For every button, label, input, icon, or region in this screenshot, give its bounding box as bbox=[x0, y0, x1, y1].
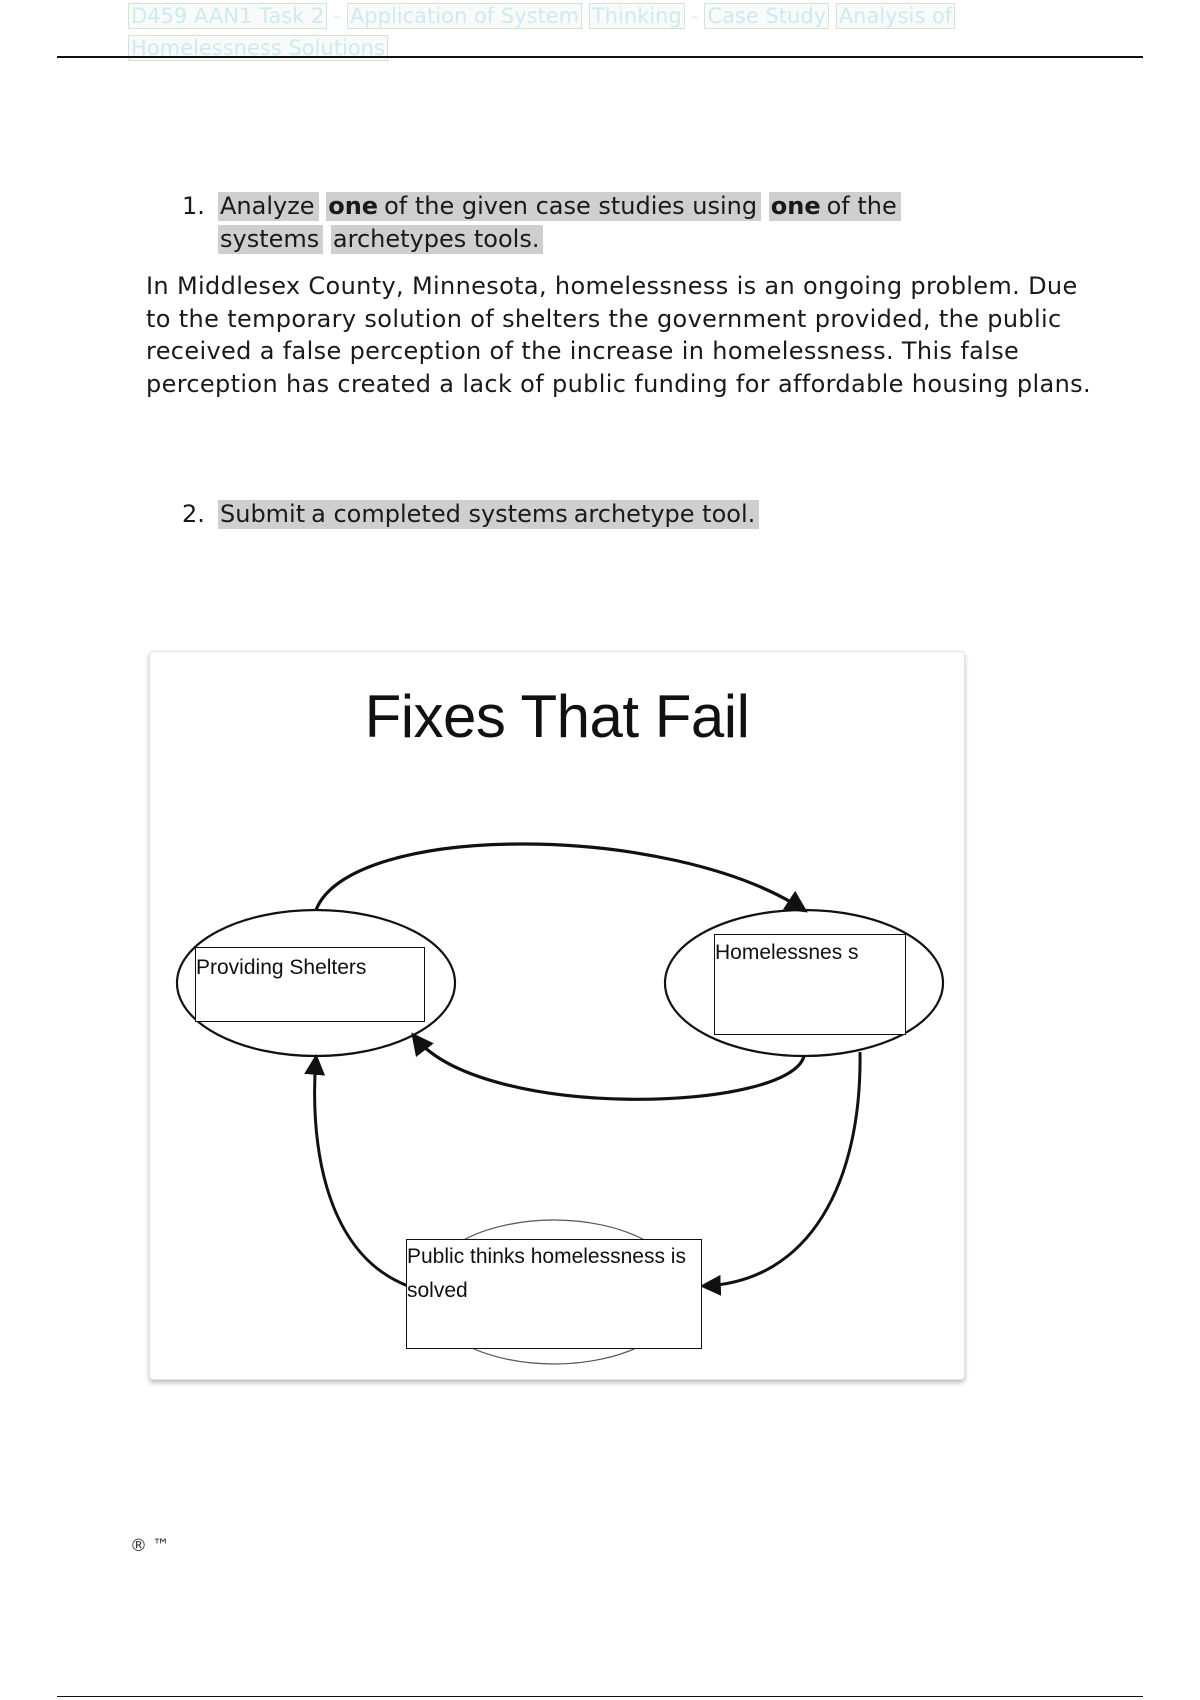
document-header: D459 AAN1 Task 2-Application of System T… bbox=[128, 0, 1028, 64]
emphasis: one bbox=[328, 192, 379, 220]
question-text-part: archetype tool. bbox=[571, 500, 760, 529]
consequence-to-fix-arrow bbox=[304, 1053, 409, 1288]
node-consequence-label: Public thinks homelessness is solved bbox=[406, 1239, 702, 1349]
footer-rule bbox=[57, 1696, 1143, 1697]
header-chip: Case Study bbox=[704, 3, 830, 29]
header-chip: Application of System bbox=[346, 3, 583, 29]
answer-paragraph: In Middlesex County, Minnesota, homeless… bbox=[146, 272, 1091, 398]
trademark-marks: ® ™ bbox=[130, 1536, 170, 1556]
node-fix-label: Providing Shelters bbox=[195, 947, 425, 1022]
problem-to-fix-arrow bbox=[411, 1032, 806, 1101]
header-separator: - bbox=[333, 4, 341, 28]
question-text-part: a completed systems bbox=[309, 500, 572, 529]
node-problem-label: Homelessnes s bbox=[714, 934, 906, 1035]
problem-to-consequence-arrow bbox=[699, 1051, 862, 1296]
header-rule bbox=[57, 56, 1143, 58]
question-text-part: Submit bbox=[218, 500, 310, 529]
header-chip: D459 AAN1 Task 2 bbox=[128, 3, 328, 29]
header-chip: Analysis of bbox=[835, 3, 956, 29]
question-text-part: of the bbox=[824, 192, 901, 221]
diagram-title: Fixes That Fail bbox=[364, 683, 750, 750]
header-chip: Thinking bbox=[588, 3, 685, 29]
question-text-part: systems bbox=[218, 225, 324, 254]
emphasis: one bbox=[770, 192, 821, 220]
question-number: 1. bbox=[182, 192, 205, 220]
question-text-part: archetypes tools. bbox=[330, 225, 544, 254]
question-number: 2. bbox=[182, 500, 205, 528]
archetype-diagram: Fixes That Fail Providing Shelters Homel… bbox=[149, 651, 965, 1380]
question-text-part: of the given case studies using bbox=[382, 192, 762, 221]
fix-to-problem-arrow bbox=[314, 842, 808, 913]
header-separator: - bbox=[690, 4, 699, 28]
question-text-part: Analyze bbox=[218, 192, 319, 221]
